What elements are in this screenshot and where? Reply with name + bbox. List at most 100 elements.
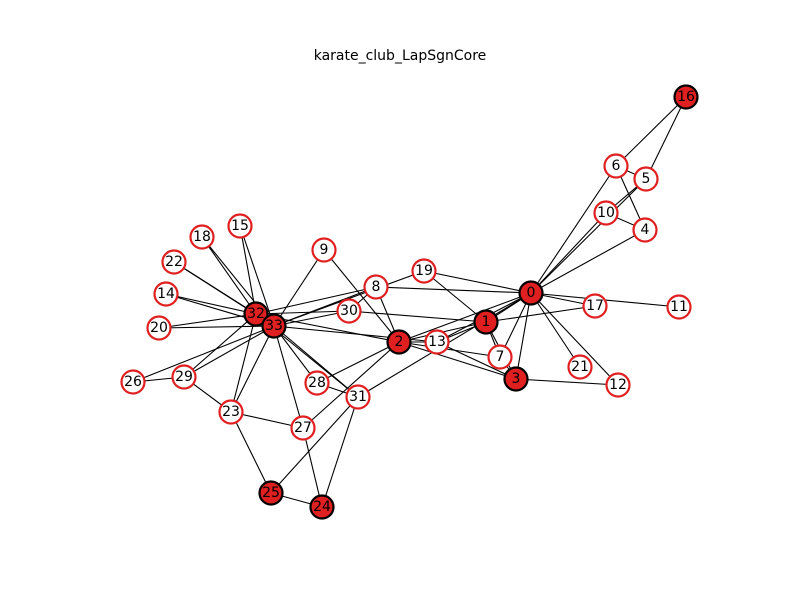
node-circle	[487, 344, 513, 370]
node-8: 8	[363, 274, 389, 300]
node-layer: 0123456789101112131415161718192021222324…	[120, 84, 699, 520]
node-circle	[146, 315, 172, 341]
node-label: 0	[527, 285, 536, 301]
edge-5-16	[645, 96, 687, 180]
node-circle	[567, 354, 593, 380]
node-29: 29	[171, 364, 197, 390]
node-label: 25	[262, 485, 280, 501]
node-label: 2	[395, 334, 404, 350]
node-10: 10	[593, 200, 619, 226]
edge-0-10	[530, 212, 607, 294]
edge-0-5	[530, 178, 647, 294]
edge-30-32	[255, 310, 350, 315]
edge-2-27	[302, 341, 400, 429]
edge-24-31	[321, 396, 359, 508]
node-circle	[218, 399, 244, 425]
node-0: 0	[518, 280, 544, 306]
node-label: 31	[349, 389, 367, 405]
node-circle	[424, 329, 450, 355]
edge-0-6	[530, 165, 617, 294]
edge-25-31	[270, 396, 359, 494]
node-label: 10	[597, 205, 615, 221]
node-circle	[120, 369, 146, 395]
edge-9-33	[273, 249, 325, 327]
node-label: 17	[586, 298, 604, 314]
node-circle	[311, 237, 337, 263]
node-20: 20	[146, 315, 172, 341]
node-circle	[153, 281, 179, 307]
node-label: 5	[642, 171, 651, 187]
node-15: 15	[227, 213, 253, 239]
edge-29-33	[183, 325, 275, 378]
edge-20-32	[158, 313, 257, 329]
edge-0-12	[530, 292, 619, 386]
node-14: 14	[153, 281, 179, 307]
edge-26-33	[132, 325, 275, 383]
node-3: 3	[503, 366, 529, 392]
node-27: 27	[290, 415, 316, 441]
edge-2-9	[323, 249, 400, 343]
node-21: 21	[567, 354, 593, 380]
node-label: 26	[124, 374, 142, 390]
node-22: 22	[161, 249, 187, 275]
node-9: 9	[311, 237, 337, 263]
node-circle	[336, 298, 362, 324]
node-circle	[290, 415, 316, 441]
node-label: 9	[320, 242, 329, 258]
node-label: 33	[265, 318, 283, 334]
node-label: 23	[222, 404, 240, 420]
node-7: 7	[487, 344, 513, 370]
node-label: 15	[231, 218, 249, 234]
node-circle	[593, 200, 619, 226]
edge-18-32	[201, 236, 257, 315]
node-label: 30	[340, 303, 358, 319]
node-32: 32	[243, 301, 269, 327]
node-circle	[363, 274, 389, 300]
node-label: 4	[641, 222, 650, 238]
core-node-circle	[473, 309, 499, 335]
edge-27-33	[273, 325, 304, 429]
core-node-circle	[386, 329, 412, 355]
edge-13-33	[273, 325, 438, 343]
node-26: 26	[120, 369, 146, 395]
node-label: 7	[496, 349, 505, 365]
edge-8-32	[255, 286, 377, 315]
node-circle	[582, 293, 608, 319]
node-13: 13	[424, 329, 450, 355]
edge-15-33	[239, 225, 275, 327]
node-label: 12	[609, 377, 627, 393]
node-label: 8	[372, 279, 381, 295]
core-node-circle	[518, 280, 544, 306]
edge-29-32	[183, 313, 257, 378]
node-circle	[171, 364, 197, 390]
node-label: 18	[193, 229, 211, 245]
edge-14-32	[165, 293, 257, 315]
node-label: 16	[677, 89, 695, 105]
node-label: 24	[313, 499, 331, 515]
edge-30-33	[273, 310, 350, 327]
node-circle	[161, 249, 187, 275]
node-23: 23	[218, 399, 244, 425]
node-label: 3	[512, 371, 521, 387]
node-label: 14	[157, 286, 175, 302]
node-circle	[666, 294, 692, 320]
node-circle	[605, 372, 631, 398]
edge-0-3	[515, 292, 532, 380]
edge-15-32	[239, 225, 257, 315]
edge-2-3	[398, 341, 517, 380]
node-circle	[633, 166, 659, 192]
edge-23-25	[230, 411, 272, 494]
node-25: 25	[258, 480, 284, 506]
node-circle	[227, 213, 253, 239]
node-circle	[304, 370, 330, 396]
edge-1-19	[423, 270, 487, 323]
node-31: 31	[345, 384, 371, 410]
node-label: 6	[612, 158, 621, 174]
core-node-circle	[309, 494, 335, 520]
node-label: 1	[482, 314, 491, 330]
edge-2-7	[398, 341, 501, 358]
edge-0-2	[398, 292, 532, 343]
core-node-circle	[503, 366, 529, 392]
edge-3-12	[515, 378, 619, 386]
